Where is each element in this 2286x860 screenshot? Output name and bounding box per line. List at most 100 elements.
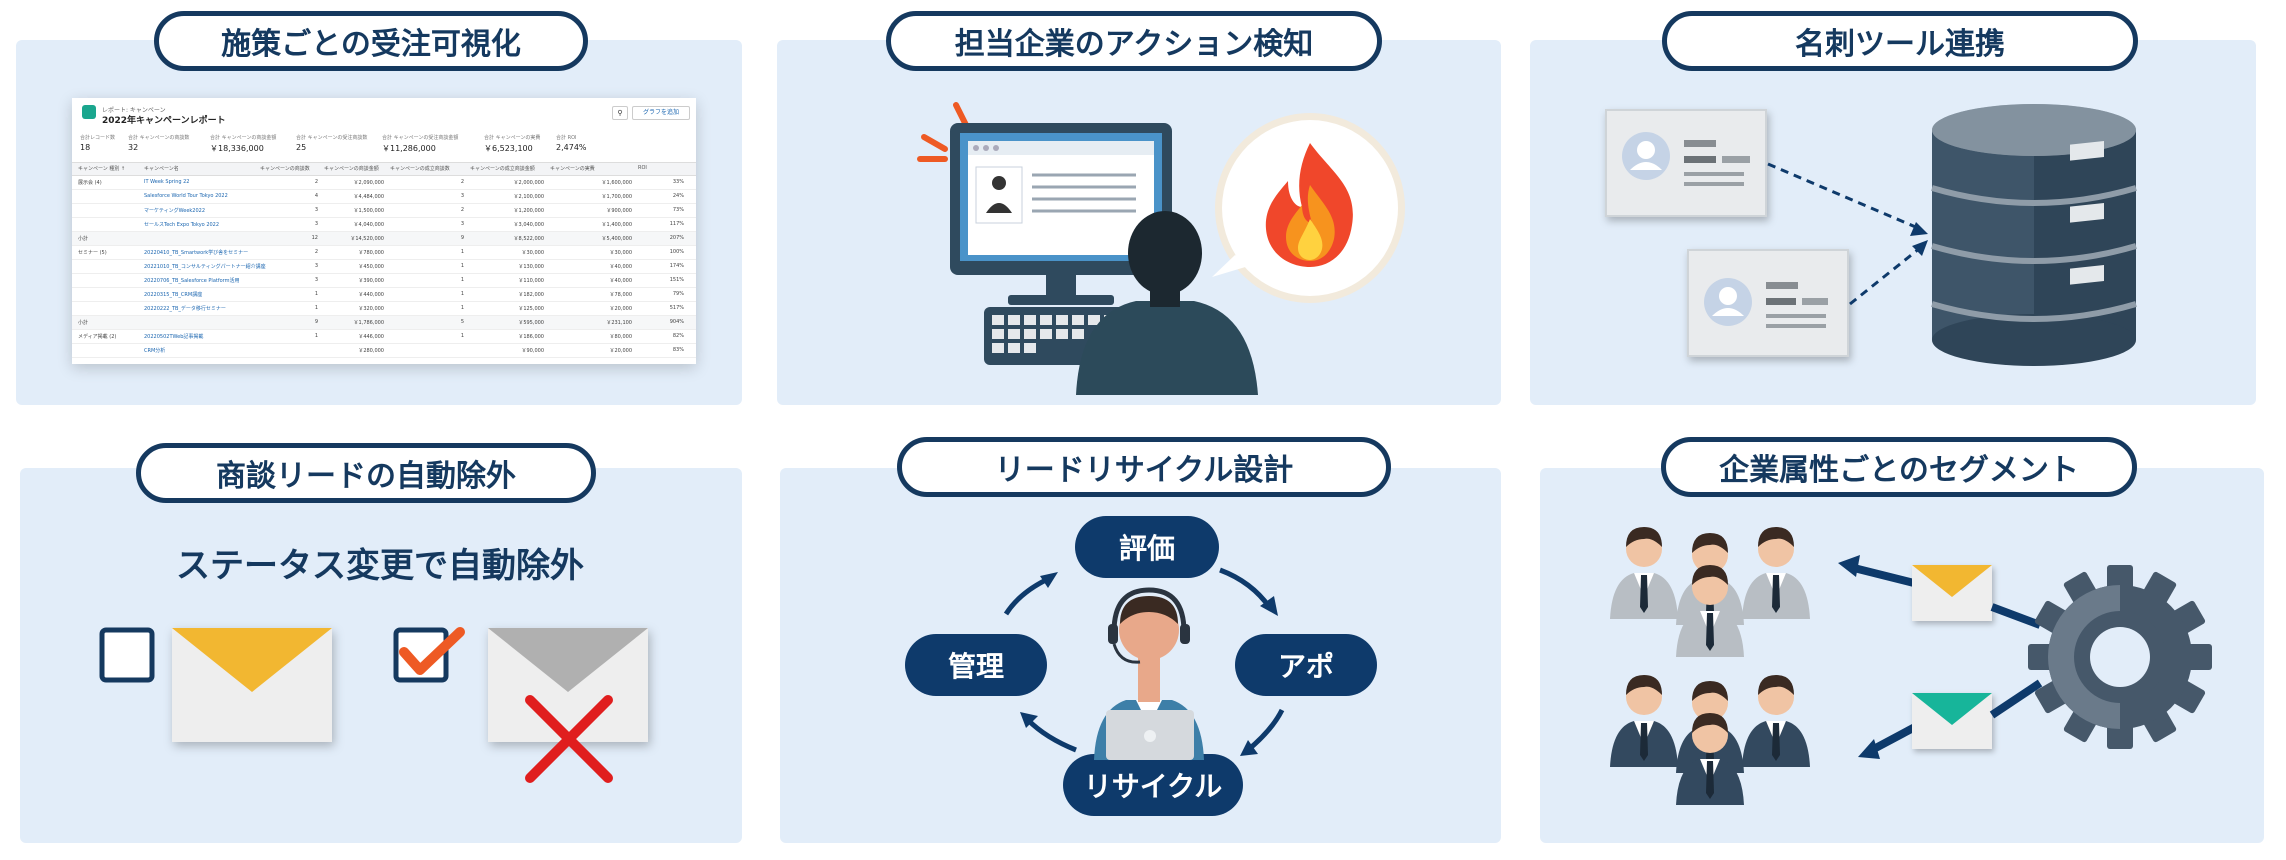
- search-icon[interactable]: ⚲: [612, 106, 628, 120]
- action-detection-illustration: [917, 102, 1405, 395]
- column-header[interactable]: キャンペーンの商談金額: [324, 166, 379, 172]
- segmentation-illustration: [1610, 527, 2212, 805]
- stat-label: 合計 キャンペーンの受注商談数: [296, 135, 368, 141]
- cell-value: 33%: [672, 179, 684, 185]
- stat-label: 合計レコード数: [80, 135, 116, 141]
- cell-value: ￥446,000: [358, 334, 384, 340]
- cell-campaign-name[interactable]: CRM分析: [144, 348, 166, 354]
- column-header[interactable]: ROI: [638, 165, 647, 171]
- cell-value: ￥130,000: [518, 264, 544, 270]
- cell-value: ￥1,700,000: [601, 194, 632, 200]
- column-header[interactable]: キャンペーン 種別 ↑: [78, 166, 126, 172]
- report-stat: 合計 キャンペーンの実費￥6,523,100: [484, 134, 540, 154]
- cell-campaign-name[interactable]: 20220222_TB_データ移行セミナー: [144, 306, 226, 312]
- cycle-step-evaluation: 評価: [1075, 516, 1219, 578]
- cycle-step-recycle: リサイクル: [1063, 754, 1243, 816]
- cell-value: 2: [460, 179, 464, 185]
- column-header[interactable]: キャンペーンの成立商談数: [390, 166, 450, 172]
- cell-campaign-name[interactable]: 20221010_TB_コンサルティングパートナー紹介講座: [144, 264, 266, 270]
- cell-value: 100%: [669, 249, 684, 255]
- add-graph-button[interactable]: グラフを追加: [632, 106, 690, 120]
- gear-icon: [2028, 565, 2212, 749]
- cell-value: ￥4,040,000: [353, 222, 384, 228]
- cell-value: ￥2,090,000: [353, 180, 384, 186]
- cell-value: ￥14,520,000: [350, 236, 384, 242]
- envelope-icon: [1912, 693, 1992, 749]
- stat-value: 32: [128, 143, 139, 152]
- column-header[interactable]: キャンペーンの実費: [550, 166, 595, 172]
- cycle-step-appointment: アポ: [1235, 634, 1377, 696]
- cell-value: ￥595,000: [518, 320, 544, 326]
- cell-group: 展示会 (4): [78, 180, 102, 186]
- cell-value: ￥20,000: [609, 306, 633, 312]
- cell-value: 1: [460, 277, 464, 283]
- cell-campaign-name[interactable]: セールスTech Expo Tokyo 2022: [144, 222, 220, 228]
- column-header[interactable]: キャンペーンの成立商談金額: [470, 166, 535, 172]
- headset-person-icon: [1094, 587, 1204, 760]
- cell-value: ￥450,000: [358, 264, 384, 270]
- exclusion-caption: ステータス変更で自動除外: [176, 546, 584, 586]
- cell-value: 12: [311, 235, 318, 241]
- fire-icon: [1265, 143, 1353, 267]
- cell-value: ￥2,100,000: [513, 194, 544, 200]
- cell-value: ￥182,000: [518, 292, 544, 298]
- monitor-icon: [950, 123, 1172, 305]
- cell-value: 2: [314, 179, 318, 185]
- cell-campaign-name[interactable]: マーケティングWeek2022: [144, 208, 206, 214]
- cell-campaign-name[interactable]: 20220315_TB_CRM講座: [144, 292, 203, 298]
- cell-campaign-name[interactable]: IT Week Spring 22: [144, 179, 190, 185]
- table-header: キャンペーン 種別 ↑ キャンペーン名 キャンペーンの商談数 キャンペーンの商談金額 キ…: [72, 162, 696, 176]
- cell-campaign-name[interactable]: 20220410_TB_Smartwork学び舎をセミナー: [144, 250, 249, 256]
- cell-campaign-name[interactable]: Salesforce World Tour Tokyo 2022: [144, 193, 228, 199]
- businessperson-icon: [1742, 527, 1810, 619]
- title-action-detection: 担当企業のアクション検知: [886, 11, 1382, 71]
- cell-value: ￥186,000: [518, 334, 544, 340]
- cell-value: ￥80,000: [609, 334, 633, 340]
- cell-value: ￥231,100: [606, 320, 632, 326]
- cell-value: 2: [314, 249, 318, 255]
- report-title: 2022年キャンペーンレポート: [102, 116, 226, 126]
- stat-value: 25: [296, 143, 307, 152]
- businessperson-icon: [1610, 675, 1678, 767]
- cell-value: 517%: [669, 305, 684, 311]
- businessperson-icon: [1610, 527, 1678, 619]
- cycle-step-management: 管理: [905, 634, 1047, 696]
- cell-group: セミナー (5): [78, 250, 107, 256]
- cell-value: 151%: [669, 277, 684, 283]
- envelope-icon: [1912, 565, 1992, 621]
- report-stat: 合計 キャンペーンの商談金額￥18,336,000: [210, 134, 276, 154]
- cell-value: ￥30,000: [609, 250, 633, 256]
- businessperson-icon: [1676, 713, 1744, 805]
- cell-value: ￥40,000: [609, 264, 633, 270]
- stat-label: 合計 キャンペーンの商談数: [128, 135, 190, 141]
- title-card-tool: 名刺ツール連携: [1662, 11, 2138, 71]
- cell-value: 1: [314, 333, 318, 339]
- report-stat: 合計 キャンペーンの商談数 32: [128, 134, 189, 152]
- cell-value: ￥280,000: [358, 348, 384, 354]
- column-header[interactable]: キャンペーン名: [144, 166, 179, 172]
- cell-value: ￥110,000: [518, 278, 544, 284]
- cell-campaign-name[interactable]: 20220706_TB_Salesforce Platform活用: [144, 278, 240, 284]
- cell-value: 2: [460, 207, 464, 213]
- cell-campaign-name[interactable]: 20220502TWeb記事掲載: [144, 334, 204, 340]
- cell-value: ￥4,484,000: [353, 194, 384, 200]
- cell-value: ￥390,000: [358, 278, 384, 284]
- recycle-illustration: [1003, 567, 1285, 760]
- cell-value: 1: [460, 249, 464, 255]
- cell-value: 207%: [669, 235, 684, 241]
- column-header[interactable]: キャンペーンの商談数: [260, 166, 310, 172]
- cell-value: 3: [460, 193, 464, 199]
- cell-value: ￥125,000: [518, 306, 544, 312]
- cell-value: ￥780,000: [358, 250, 384, 256]
- envelope-icon: [488, 628, 648, 742]
- stat-value: ￥18,336,000: [210, 144, 264, 153]
- envelope-icon: [172, 628, 332, 742]
